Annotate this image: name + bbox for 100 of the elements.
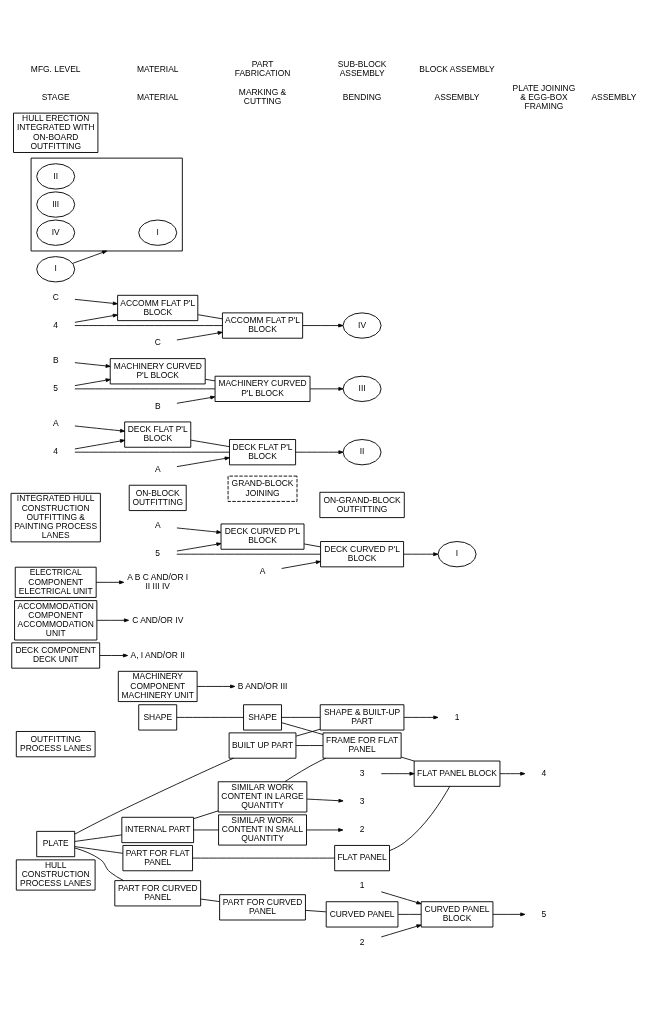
connector [74, 451, 230, 453]
node-ellipse: IV [342, 312, 382, 339]
node-box: DECK FLAT P'L BLOCK [124, 421, 192, 448]
arrow [74, 313, 118, 323]
node-box: DECK CURVED P'L BLOCK [320, 541, 405, 568]
cluster [30, 157, 183, 252]
node-box: PLATE [36, 830, 76, 858]
node-text: 4 [53, 319, 59, 330]
node-text: C [52, 291, 59, 302]
arrow [499, 771, 526, 776]
label: BLOCK ASSEMBLY [419, 63, 495, 74]
label: SUB-BLOCK ASSEMBLY [337, 59, 387, 79]
label: ASSEMBLY [434, 91, 480, 102]
label: MFG. LEVEL [30, 63, 81, 74]
arrow [281, 560, 321, 569]
connector [74, 846, 124, 854]
node-box: HULL CONSTRUCTION PROCESS LANES [15, 859, 96, 891]
node-box: FRAME FOR FLAT PANEL [322, 732, 402, 759]
node-box: ACCOMMODATION COMPONENT ACCOMMODATION UNIT [14, 600, 98, 641]
node-text: 5 [541, 908, 547, 919]
label: ASSEMBLY [591, 91, 637, 102]
arrow [74, 378, 111, 387]
node-box: MACHINERY COMPONENT MACHINERY UNIT [117, 670, 198, 703]
node-box: ACCOMM FLAT P'L BLOCK [222, 312, 304, 339]
arrow [176, 395, 216, 404]
node-ellipse: II [36, 163, 76, 190]
node-box: SIMILAR WORK CONTENT IN LARGE QUANTITY [217, 781, 308, 813]
node-text: 3 [359, 796, 365, 806]
connector [193, 829, 219, 831]
connector [305, 909, 327, 913]
label: STAGE [41, 91, 70, 102]
arrow [302, 323, 344, 328]
node-box: FLAT PANEL BLOCK [413, 760, 501, 787]
node-ellipse: III [36, 191, 76, 218]
connector [176, 553, 321, 555]
connector [192, 857, 335, 859]
connector [74, 847, 124, 881]
node-box: OUTFITTING PROCESS LANES [15, 731, 96, 758]
arrow [74, 425, 126, 433]
node-ellipse: I [36, 256, 76, 283]
arrow [96, 618, 129, 623]
node-text: 4 [541, 767, 547, 778]
label: MARKING & CUTTING [238, 87, 287, 107]
node-box: GRAND-BLOCK JOINING [227, 475, 298, 502]
label: BENDING [342, 91, 382, 102]
node-box: MACHINERY CURVED P'L BLOCK [109, 358, 206, 385]
node-text: C [154, 337, 161, 348]
node-text: 3 [359, 767, 365, 778]
node-box: HULL ERECTION INTEGRATED WITH ON-BOARD OUTFITTING [13, 112, 99, 153]
connector [400, 756, 415, 762]
node-box: ON-BLOCK OUTFITTING [128, 484, 187, 512]
connector [74, 325, 223, 326]
node-text: 1 [359, 880, 365, 891]
node-box: SHAPE [138, 704, 178, 731]
arrow [295, 450, 344, 455]
connector [204, 378, 216, 382]
node-text: A [154, 520, 161, 531]
node-text: A [154, 463, 161, 474]
node-text: 5 [53, 383, 59, 394]
arrow [306, 798, 344, 803]
node-box: MACHINERY CURVED P'L BLOCK [214, 375, 311, 402]
arrow [492, 912, 526, 917]
arrow [176, 456, 230, 468]
connector [193, 810, 219, 820]
arrow [74, 439, 126, 450]
node-box: CURVED PANEL [325, 901, 399, 928]
arrow [74, 362, 111, 368]
connector [197, 314, 223, 320]
node-text: B [52, 354, 59, 365]
connector [74, 757, 234, 835]
node-text: C AND/OR IV [132, 614, 184, 625]
node-box: ELECTRICAL COMPONENT ELECTRICAL UNIT [14, 566, 97, 598]
connector [295, 728, 321, 737]
arrow [403, 715, 439, 720]
arrow [309, 386, 344, 391]
node-box: DECK FLAT P'L BLOCK [229, 439, 297, 466]
arrow [380, 771, 415, 776]
node-text: A, I AND/OR II [130, 649, 185, 660]
arrow [380, 891, 422, 905]
node-text: A [259, 565, 266, 576]
node-box: FLAT PANEL [334, 845, 390, 872]
label: PLATE JOINING & EGG-BOX FRAMING [512, 82, 576, 111]
node-box: CURVED PANEL BLOCK [420, 901, 494, 928]
node-box: PART FOR CURVED PANEL [114, 880, 202, 907]
node-text: 1 [454, 711, 460, 722]
node-box: BUILT UP PART [228, 732, 297, 759]
connector [295, 745, 324, 746]
connector [281, 722, 324, 735]
node-text: 4 [53, 446, 59, 457]
connector [281, 717, 321, 718]
node-box: INTEGRATED HULL CONSTRUCTION OUTFITTING & PAINTING PROCESS LANES [10, 492, 101, 543]
connector [176, 717, 244, 718]
node-text: A B C AND/OR I II III IV [127, 571, 189, 592]
arrow [403, 552, 439, 557]
arrow [74, 298, 118, 306]
connector [284, 757, 327, 783]
node-box: PART FOR FLAT PANEL [122, 845, 193, 872]
node-box: ACCOMM FLAT P'L BLOCK [117, 294, 199, 322]
node-box: SHAPE & BUILT-UP PART [319, 704, 405, 731]
node-text: 5 [155, 548, 161, 559]
